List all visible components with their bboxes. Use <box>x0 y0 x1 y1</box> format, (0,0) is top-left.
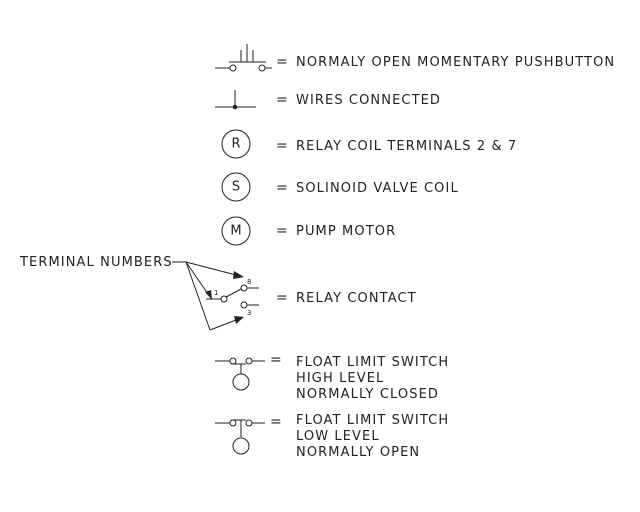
wires-connected-label: WIRES CONNECTED <box>296 93 441 108</box>
pump-motor-label: PUMP MOTOR <box>296 224 396 239</box>
float-high-line-2: HIGH LEVEL <box>296 371 384 386</box>
pushbutton-symbol <box>215 44 272 72</box>
terminal-8-label: 8 <box>247 278 251 286</box>
float-switch-high-symbol <box>215 357 265 391</box>
pump-motor-symbol: M <box>221 216 251 246</box>
equals-sign: = <box>276 138 288 154</box>
equals-sign: = <box>270 352 282 368</box>
relay-contact-label: RELAY CONTACT <box>296 291 417 306</box>
relay-coil-symbol: R <box>221 129 251 159</box>
pump-motor-letter: M <box>230 224 241 239</box>
solenoid-coil-symbol: S <box>221 172 251 202</box>
terminal-1-label: 1 <box>214 289 218 297</box>
float-low-line-2: LOW LEVEL <box>296 429 380 444</box>
equals-sign: = <box>276 223 288 239</box>
terminal-callout-leaders <box>172 261 244 331</box>
equals-sign: = <box>276 290 288 306</box>
float-switch-low-symbol <box>215 419 265 455</box>
solenoid-coil-label: SOLINOID VALVE COIL <box>296 181 459 196</box>
float-low-line-1: FLOAT LIMIT SWITCH <box>296 413 449 428</box>
equals-sign: = <box>276 180 288 196</box>
equals-sign: = <box>276 54 288 70</box>
pushbutton-label: NORMALY OPEN MOMENTARY PUSHBUTTON <box>296 55 615 70</box>
float-high-line-3: NORMALLY CLOSED <box>296 387 439 402</box>
solenoid-coil-letter: S <box>232 180 240 195</box>
float-high-line-1: FLOAT LIMIT SWITCH <box>296 355 449 370</box>
float-low-line-3: NORMALLY OPEN <box>296 445 420 460</box>
terminal-numbers-callout: TERMINAL NUMBERS <box>19 255 173 270</box>
relay-contact-symbol: 1 8 3 <box>206 278 259 317</box>
relay-coil-label: RELAY COIL TERMINALS 2 & 7 <box>296 139 517 154</box>
equals-sign: = <box>270 414 282 430</box>
equals-sign: = <box>276 92 288 108</box>
wires-connected-symbol <box>215 90 256 110</box>
relay-coil-letter: R <box>231 137 240 152</box>
terminal-3-label: 3 <box>247 309 251 317</box>
